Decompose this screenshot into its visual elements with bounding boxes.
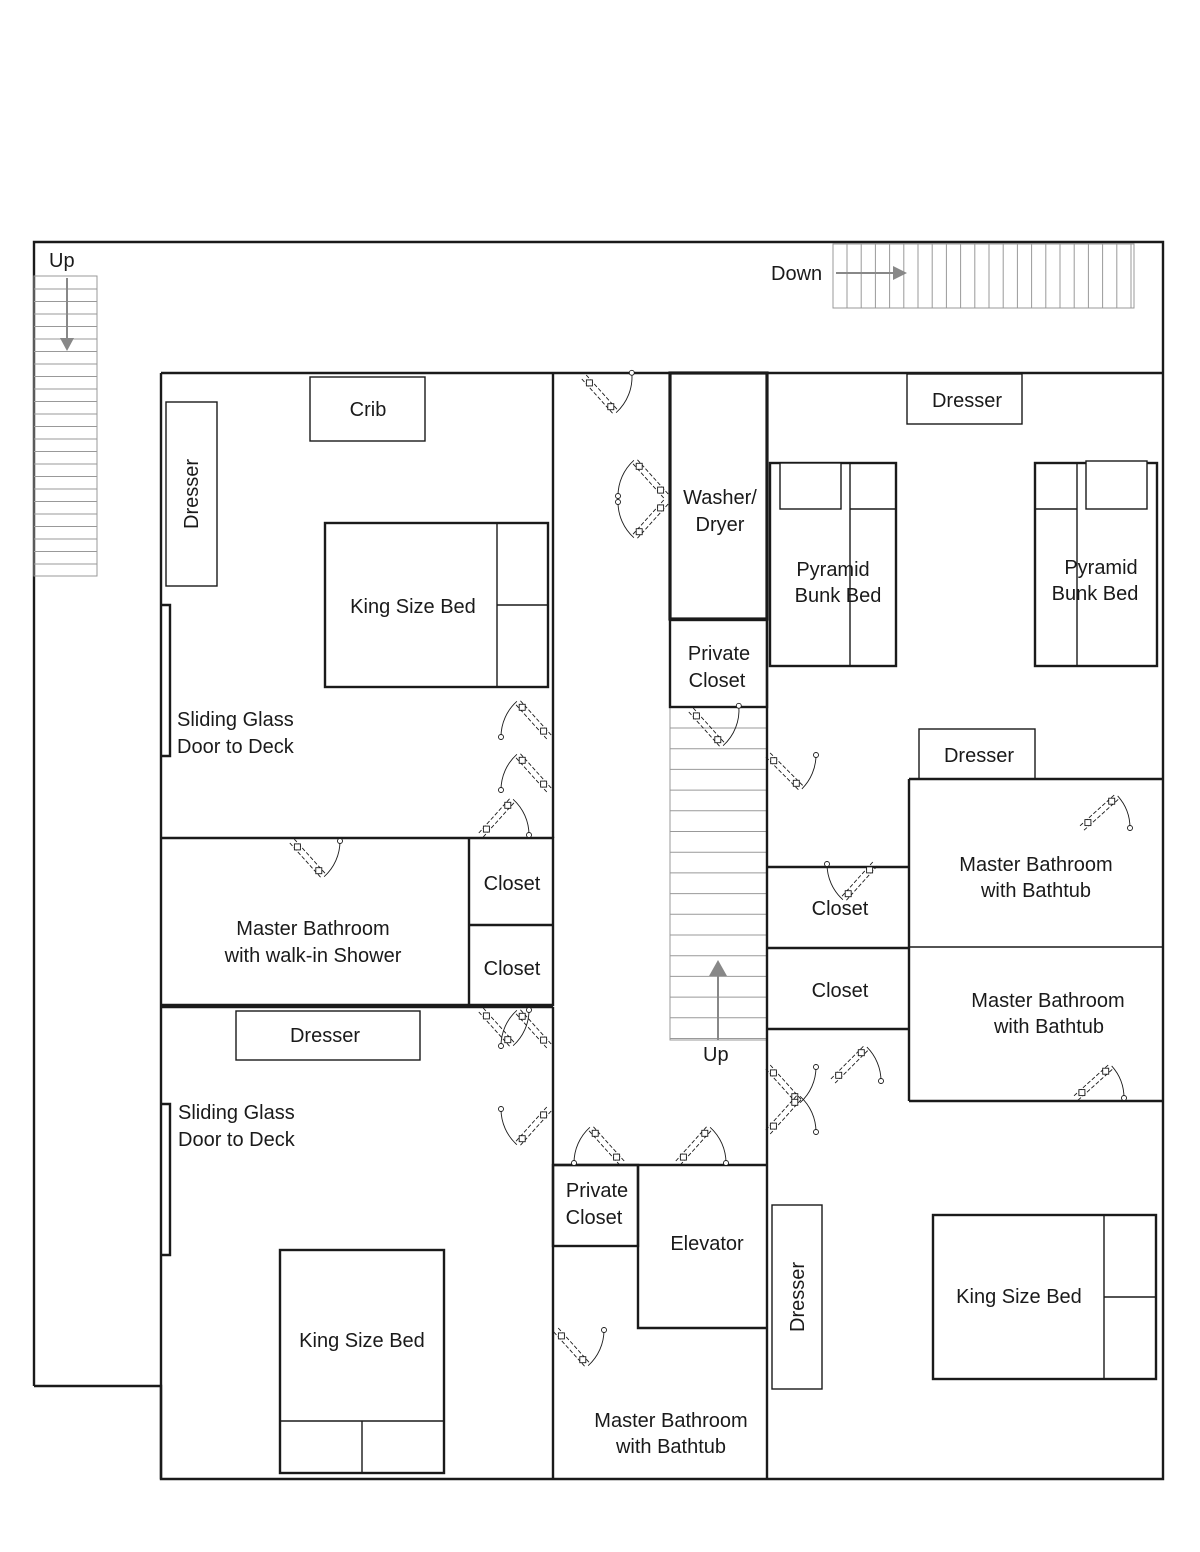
private-closet-bottom-label-1: Private [566,1180,628,1202]
bath-center-label-2: with Bathtub [615,1436,726,1458]
king-bed-label: King Size Bed [350,596,476,618]
stair-center-label: Up [703,1044,729,1066]
stair-center: Up [669,706,768,1066]
stair-top-label: Down [771,263,822,285]
private-closet-top-label-1: Private [688,643,750,665]
private-closet-bottom-label-2: Closet [566,1207,623,1229]
dresser-sw [235,1010,421,1061]
washer-label-1: Washer/ [683,487,757,509]
dresser [165,401,218,587]
door-swing [289,838,343,880]
dresser-ne [906,373,1023,425]
stair-top: Down [771,243,1135,309]
bath-west: Master Bathroom with walk-in Shower Clos… [161,836,555,1009]
dresser-ne-label: Dresser [932,390,1002,412]
bath-east-1-label-1: Master Bathroom [959,854,1112,876]
dresser-label: Dresser [181,459,203,529]
door-swing [675,1124,729,1166]
elevator-label: Elevator [670,1233,744,1255]
dresser-ne-2-label: Dresser [944,745,1014,767]
sliding-glass-door [161,603,172,758]
bedroom-southeast: Dresser King Size Bed [771,1204,1158,1390]
door-swing [830,1044,884,1084]
door-swing [688,702,742,749]
bath-east-2-label-1: Master Bathroom [971,990,1124,1012]
door-swing [478,796,532,838]
bath-center-label-1: Master Bathroom [594,1410,747,1432]
door-swing [615,499,669,541]
closet-east-2: Closet [812,980,869,1002]
pyramid-bunk-2-label-1: Pyramid [1064,557,1137,579]
sliding-door-label-2: Door to Deck [177,736,295,758]
sliding-door-sw-label-2: Door to Deck [178,1129,296,1151]
east-wing: Closet Closet Master Bathroom with Batht… [767,777,1163,1103]
center-core: Washer/ Dryer Private Closet Private Clo… [551,371,769,1479]
door-swing [581,369,635,416]
stair-left: Up [33,250,98,577]
sliding-door-sw-label-1: Sliding Glass [178,1102,295,1124]
dresser-se-label: Dresser [787,1262,809,1332]
king-bed-sw-label: King Size Bed [299,1330,425,1352]
bath-west-label-1: Master Bathroom [236,918,389,940]
door-swing [498,751,552,793]
door-swing [498,698,552,740]
dresser-se [771,1204,823,1390]
door-swing [765,1064,819,1106]
bath-west-label-2: with walk-in Shower [224,945,402,967]
door-swing [1073,1063,1127,1101]
dresser-sw-label: Dresser [290,1025,360,1047]
door-swing [498,1007,552,1049]
elevator [636,1165,767,1330]
stair-left-label: Up [49,250,75,272]
washer-label-2: Dryer [696,514,745,536]
sliding-door-label-1: Sliding Glass [177,709,294,731]
door-swing [765,752,819,792]
outer-walls [32,240,1165,1481]
sliding-glass-door-sw [161,1102,172,1257]
dresser-ne-2 [918,728,1036,780]
private-closet-bottom [551,1163,640,1248]
bath-east-1-label-2: with Bathtub [980,880,1091,902]
bunk-room: Dresser Pyramid Bunk Bed Pyramid Bunk Be… [768,373,1159,780]
pyramid-bunk-1-label-2: Bunk Bed [795,585,882,607]
private-closet-top-label-2: Closet [689,670,746,692]
bedroom-northwest: Crib Dresser King Size Bed Sliding Glass… [161,373,555,838]
closet-west-1: Closet [484,873,541,895]
door-swing [571,1124,625,1166]
pyramid-bunk-1-label-1: Pyramid [796,559,869,581]
door-swing [478,1007,532,1049]
crib-label: Crib [350,399,387,421]
pyramid-bunk-2-label-2: Bunk Bed [1052,583,1139,605]
king-bed-se [931,1213,1158,1381]
closet-east-1: Closet [812,898,869,920]
closet-west-2: Closet [484,958,541,980]
door-swing [498,1106,552,1148]
door-swing [553,1327,607,1369]
door-swing [1079,793,1133,831]
king-bed-se-label: King Size Bed [956,1286,1082,1308]
crib [309,376,426,442]
door-swing [824,861,878,903]
bedroom-southwest: Dresser Sliding Glass Door to Deck King … [161,1007,555,1479]
door-swing [765,1093,819,1135]
door-swing [615,457,669,499]
door-swings [289,369,1133,1369]
bath-east-2-label-2: with Bathtub [993,1016,1104,1038]
